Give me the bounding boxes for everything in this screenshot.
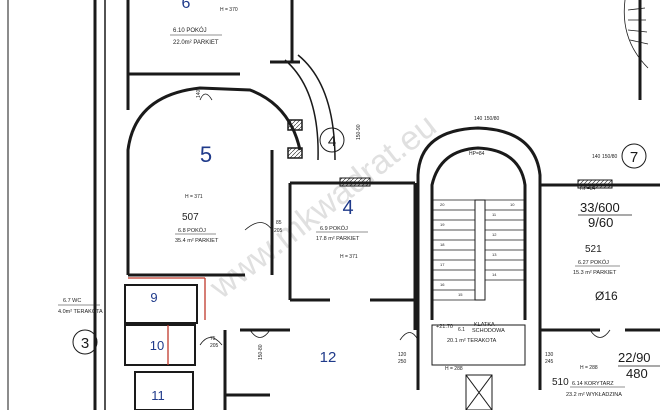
room-5-line2: 35.4 m² PARKIET xyxy=(175,238,219,244)
top-right-stair xyxy=(623,0,649,69)
stair-number-10: 10 xyxy=(510,202,515,207)
stair-number-2: 18 xyxy=(440,242,445,247)
room-7-line1: 6.27 POKÓJ xyxy=(578,259,609,266)
room-6-number: 6 xyxy=(182,0,191,12)
dim-label-8: 120 xyxy=(398,352,407,358)
room-10-number: 10 xyxy=(150,338,164,353)
room-12-walls xyxy=(223,328,290,410)
grid-marker-3-label: 3 xyxy=(81,335,89,352)
radiator-4 xyxy=(339,177,371,187)
stair-number-9: 11 xyxy=(492,212,497,217)
stair-line3: 20.1 m² TERAKOTA xyxy=(447,338,497,344)
stair-level: +21.70 xyxy=(436,324,453,330)
dim-label-11: 245 xyxy=(545,359,554,365)
room-7-pipe: Ø16 xyxy=(595,289,618,303)
stair-number-6: 14 xyxy=(492,272,497,277)
room-4-number: 4 xyxy=(342,197,353,219)
room-7-code: 521 xyxy=(585,244,602,255)
door-swings xyxy=(199,93,611,346)
room-5-number: 5 xyxy=(200,142,212,167)
room-4-height: H = 371 xyxy=(340,254,358,260)
watermark: www.mkwadrat.eu xyxy=(202,106,444,306)
stair-code: 6.1 xyxy=(458,327,465,333)
room-6-line1: 6.10 POKÓJ xyxy=(173,27,207,34)
dim-label-15: 140 xyxy=(196,89,202,98)
stair-number-7: 13 xyxy=(492,252,497,257)
stair-number-8: 12 xyxy=(492,232,497,237)
dims-br-top: 22/90 xyxy=(618,350,651,365)
stair-number-5: 15 xyxy=(458,292,463,297)
stair-line2: SCHODOWA xyxy=(472,328,505,334)
stair-number-4: 16 xyxy=(440,282,445,287)
room-11-number: 11 xyxy=(151,388,165,403)
grid-marker-4-label: 4 xyxy=(328,133,336,150)
dim-label-10: 130 xyxy=(545,352,554,358)
corridor-height: H = 288 xyxy=(580,365,598,371)
corridor-line1: 6.14 KORYTARZ xyxy=(572,381,614,387)
dim-label-13: HP=84 xyxy=(580,186,596,192)
dim-label-0: 85 xyxy=(276,220,282,226)
stair-line1: KLATKA xyxy=(474,322,495,328)
grid-marker-4 xyxy=(319,127,345,153)
dim-label-16: 150-80 xyxy=(258,344,264,360)
room-9-number: 9 xyxy=(150,290,157,305)
wc-line1: 6.7 WC xyxy=(63,298,81,304)
room-4-line2: 17.8 m² PARKIET xyxy=(316,236,360,242)
dim-label-3: 150/80 xyxy=(484,116,500,122)
curved-passage xyxy=(284,54,336,161)
red-accent-lines xyxy=(128,277,206,365)
stair-landing xyxy=(431,324,526,411)
room-5-height: H = 371 xyxy=(185,194,203,200)
stair-number-0: 20 xyxy=(440,202,445,207)
dim-label-14: 150-90 xyxy=(356,124,362,140)
dim-label-7: 205 xyxy=(210,343,219,349)
stair-number-1: 19 xyxy=(440,222,445,227)
corridor-line2: 23.2 m² WYKŁADZINA xyxy=(566,392,622,398)
wc-line2: 4.0m² TERAKOTA xyxy=(58,309,103,315)
room-6-line2: 22.0m² PARKIET xyxy=(173,40,219,46)
room-6-height: H = 370 xyxy=(220,7,238,13)
room-5-line1: 6.8 POKÓJ xyxy=(178,227,206,234)
stair-hp: HP=84 xyxy=(469,151,485,157)
corridor-code: 510 xyxy=(552,377,569,388)
room-7-dims-top: 33/600 xyxy=(580,200,620,215)
dim-label-6: 75 xyxy=(210,336,216,342)
grid-marker-7 xyxy=(621,143,647,169)
room-4-code: 6.9 POKÓJ xyxy=(320,225,348,232)
dim-label-5: 150/80 xyxy=(602,154,618,160)
room-7-line2: 15.3 m² PARKIET xyxy=(573,270,617,276)
stair-number-3: 17 xyxy=(440,262,445,267)
dim-label-1: 205 xyxy=(274,228,283,234)
stair-hall-walls xyxy=(416,126,542,390)
dims-br-bottom: 480 xyxy=(626,366,648,381)
room-7-dims-bottom: 9/60 xyxy=(588,215,613,230)
dim-label-9: 250 xyxy=(398,359,407,365)
radiator-7 xyxy=(577,179,613,189)
dim-label-4: 140 xyxy=(592,154,601,160)
room-5-code: 507 xyxy=(182,212,199,223)
room-6-walls xyxy=(126,0,300,110)
stair-treads xyxy=(432,199,525,301)
room-12-number: 12 xyxy=(320,349,337,366)
grid-marker-7-label: 7 xyxy=(630,149,638,166)
dim-label-2: 140 xyxy=(474,116,483,122)
dim-label-12: H = 288 xyxy=(445,366,463,372)
grid-marker-3 xyxy=(72,329,98,355)
outer-walls xyxy=(7,0,106,410)
